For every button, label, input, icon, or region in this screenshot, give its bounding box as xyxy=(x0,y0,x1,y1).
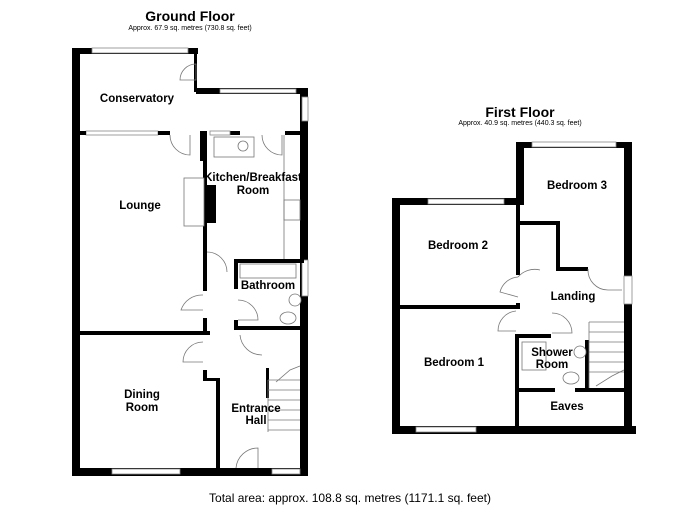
room-label-entrance-line2: Hall xyxy=(245,415,266,427)
window xyxy=(427,198,505,205)
window xyxy=(271,468,301,475)
window xyxy=(623,275,633,305)
room-label-entrance: Entrance xyxy=(231,403,280,415)
door-swing xyxy=(182,341,204,363)
room-label-bedroom-3: Bedroom 3 xyxy=(547,180,607,192)
door-swing xyxy=(206,251,228,273)
ground-floor-title: Ground Floor xyxy=(145,8,235,24)
window xyxy=(91,47,189,54)
door-swing xyxy=(261,134,283,156)
window xyxy=(531,141,617,148)
room-label-landing: Landing xyxy=(551,291,596,303)
door-swing xyxy=(517,269,541,278)
room-label-kitchen-line2: Room xyxy=(237,185,270,197)
room-label-conservatory: Conservatory xyxy=(100,93,175,105)
door-swing xyxy=(235,447,259,469)
first-floor-area: Approx. 40.9 sq. metres (440.3 sq. feet) xyxy=(458,120,582,127)
door-swing xyxy=(499,276,519,298)
room-label-bedroom-1: Bedroom 1 xyxy=(424,357,485,369)
door-swing xyxy=(587,268,622,291)
window xyxy=(85,130,159,136)
window xyxy=(111,468,181,475)
door-swing xyxy=(180,294,204,311)
room-label-eaves: Eaves xyxy=(550,401,583,413)
room-label-bedroom-2: Bedroom 2 xyxy=(428,240,488,252)
first-floor-plan: Bedroom 3 Bedroom 2 Landing Bedroom 1 Sh… xyxy=(392,141,636,434)
window xyxy=(301,259,309,297)
ground-floor-plan: Conservatory Lounge Kitchen/Breakfast Ro… xyxy=(72,47,309,476)
door-swing xyxy=(179,63,197,81)
door-swing xyxy=(497,310,517,332)
window xyxy=(301,96,309,122)
door-swing xyxy=(237,299,259,321)
room-label-shower-line2: Room xyxy=(536,359,569,371)
room-label-bathroom: Bathroom xyxy=(241,280,295,292)
room-label-kitchen: Kitchen/Breakfast xyxy=(204,172,302,184)
door-swing xyxy=(169,134,191,156)
total-area: Total area: approx. 108.8 sq. metres (11… xyxy=(209,491,491,505)
window xyxy=(219,88,297,94)
window xyxy=(415,426,477,433)
room-label-lounge: Lounge xyxy=(119,200,161,212)
door-swing xyxy=(239,334,263,356)
room-label-shower: Shower xyxy=(531,347,573,359)
ground-floor-area: Approx. 67.9 sq. metres (730.8 sq. feet) xyxy=(128,25,252,32)
room-label-dining-line2: Room xyxy=(126,402,159,414)
first-floor-title: First Floor xyxy=(485,104,555,120)
door-swing xyxy=(551,312,573,334)
room-label-dining: Dining xyxy=(124,389,160,401)
